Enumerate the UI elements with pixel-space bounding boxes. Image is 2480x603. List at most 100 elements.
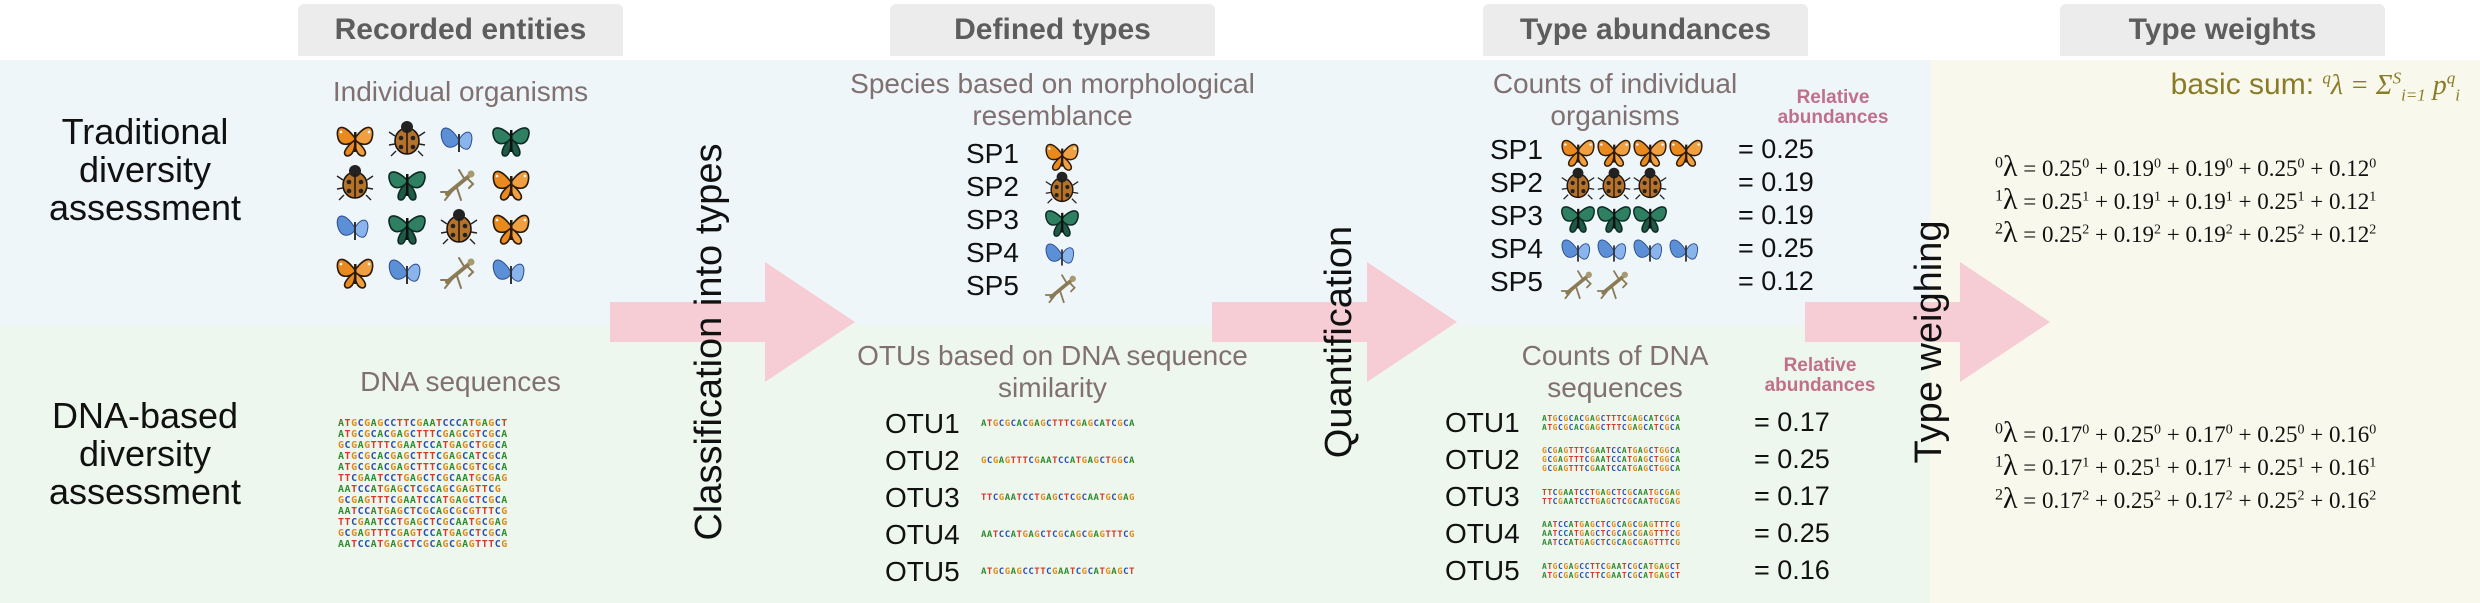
dna-sequence: AATCCATGAGCTCGCAGCGAGTTTCG [1542, 529, 1681, 538]
weighing-arrow [1805, 262, 2050, 382]
relative-abundance-value: = 0.17 [1754, 407, 1830, 437]
relative-abundance-value: = 0.16 [1754, 555, 1830, 585]
dna-sequence: AATCCATGAGCTCGCAGCGAGTTTCG [981, 529, 1135, 540]
blue-butterfly-icon [388, 259, 421, 285]
species-label: SP3 [1490, 199, 1543, 231]
relative-abundances-label-traditional: Relative abundances [1777, 87, 1889, 128]
species-label: SP2 [1490, 166, 1543, 198]
species-label: SP4 [1490, 232, 1543, 264]
blue-butterfly-icon [492, 259, 525, 285]
species-row: SP3 [966, 203, 1166, 237]
formula-terms: = 0.172 + 0.252 + 0.172 + 0.252 + 0.162 [2017, 488, 2377, 513]
otu-label: OTU2 [1445, 443, 1520, 475]
formula-terms: = 0.170 + 0.250 + 0.170 + 0.250 + 0.160 [2017, 422, 2377, 447]
dna-sequence: ATGCGAGCCTTCGAATCCCATGAGCT [338, 418, 508, 429]
ladybug-beetle-icon [440, 208, 478, 245]
sequence-counts-title: Counts of DNA sequences [1521, 340, 1709, 403]
relative-abundance-value: = 0.12 [1738, 266, 1814, 296]
blue-butterfly-icon [440, 127, 473, 153]
dna-sequence: GCGAGTTTCGAATCCATGAGCTGGCA [338, 440, 508, 451]
dna-sequence: TTCGAATCCTGAGCTCGCAATGCGAG [1542, 487, 1681, 497]
hill-number-formula: 0λ = 0.250 + 0.190 + 0.190 + 0.250 + 0.1… [1995, 150, 2377, 183]
species-row: SP5 [966, 269, 1166, 304]
species-label: SP2 [966, 170, 1019, 202]
relative-abundance-value: = 0.25 [1738, 134, 1814, 164]
otu-label: OTU1 [885, 407, 960, 439]
green-swallowtail-icon [1597, 205, 1631, 233]
green-swallowtail-icon [492, 127, 530, 157]
blue-butterfly-icon [1045, 243, 1075, 266]
header-type-weights: Type weights [2060, 4, 2385, 56]
green-swallowtail-icon [1561, 205, 1595, 233]
monarch-butterfly-icon [1045, 143, 1079, 171]
blue-butterfly-icon [336, 215, 369, 241]
blue-butterfly-icon [1669, 239, 1699, 262]
step-quantification: Quantification [1318, 225, 1360, 459]
count-icons [1560, 165, 1738, 201]
ladybug-beetle-icon [1597, 166, 1631, 200]
species-row: SP4 [966, 236, 1166, 269]
organism-grid [335, 118, 575, 293]
ladybug-beetle-icon [336, 164, 374, 201]
arrow-shape [1212, 262, 1457, 382]
dna-sequence: GCGAGTTTCGAATCCATGAGCTGGCA [1542, 464, 1681, 473]
row-label-traditional: Traditional diversity assessment [48, 111, 242, 228]
classification-arrow [610, 262, 855, 382]
blue-butterfly-icon [1633, 239, 1663, 262]
relative-abundance-value: = 0.19 [1738, 167, 1814, 197]
dna-sequence: AATCCATGAGCTCGCAGCGAGTTCG [338, 484, 502, 495]
relative-abundances-label-dna: Relative abundances [1764, 355, 1876, 396]
ladybug-beetle-icon [1633, 166, 1667, 200]
dna-sequence: AATCCATGAGCTCGCAGCGCGTTTCG [338, 506, 508, 517]
quantification-arrow [1212, 262, 1457, 382]
species-label: SP1 [966, 137, 1019, 169]
relative-abundance-value: = 0.25 [1738, 233, 1814, 263]
dna-sequence: ATGCGCACGAGCTTTCGAGCGTCGCA [338, 429, 508, 440]
monarch-butterfly-icon [1597, 139, 1631, 167]
formula-terms: = 0.251 + 0.191 + 0.191 + 0.251 + 0.121 [2017, 189, 2377, 214]
mantis-icon [439, 256, 477, 290]
mantis-icon [1044, 272, 1078, 304]
green-swallowtail-icon [388, 215, 426, 245]
green-swallowtail-icon [1633, 205, 1667, 233]
arrow-shape [610, 262, 855, 382]
monarch-butterfly-icon [492, 170, 530, 201]
dna-sequence: AATCCATGAGCTCGCAGCGAGTTTCG [1542, 538, 1681, 547]
species-count-row: SP2 = 0.19 [1490, 165, 1840, 201]
otu-label: OTU3 [1445, 480, 1520, 512]
monarch-butterfly-icon [492, 214, 530, 245]
species-count-row: SP3= 0.19 [1490, 199, 1840, 233]
dna-sequence: ATGCGCACGAGCTTTCGAGCGTCGCA [338, 462, 508, 473]
blue-butterfly-icon [1597, 239, 1627, 262]
formula-terms: = 0.252 + 0.192 + 0.192 + 0.252 + 0.122 [2017, 222, 2377, 247]
dna-formulas: 0λ = 0.170 + 0.250 + 0.170 + 0.250 + 0.1… [1995, 416, 2465, 515]
count-icons [1560, 264, 1738, 300]
dna-sequence: TTCGAATCCTGAGCTCGCAATGCGAG [338, 517, 508, 528]
otu-label: OTU4 [1445, 517, 1520, 549]
dna-sequence: TTCGAATCCTGAGCTCGCAATGCGAG [338, 473, 508, 484]
dna-sequence: GCGAGTTTCGAATCCATGAGCTGGCA [1542, 446, 1681, 455]
monarch-butterfly-icon [1561, 139, 1595, 167]
species-row: SP1 [966, 137, 1166, 171]
dna-sequence: GCGAGTTTCGAATCCATGAGCTGGCA [981, 455, 1135, 466]
dna-sequence: GCGAGTTTCGAATCCATGAGCTGGCA [1542, 455, 1681, 464]
species-label: SP3 [966, 203, 1019, 235]
step-weighing: Type weighing [1908, 220, 1950, 464]
dna-sequence: ATGCGCACGAGCTTTCGAGCATCGCA [1542, 413, 1681, 423]
step-classification: Classification into types [688, 143, 730, 541]
count-icons [1560, 231, 1738, 267]
species-label: SP1 [1490, 133, 1543, 165]
hill-number-formula: 1λ = 0.171 + 0.251 + 0.171 + 0.251 + 0.1… [1995, 449, 2377, 482]
organism-counts-title: Counts of individual organisms [1492, 68, 1738, 131]
dna-sequence: GCGAGTTTCGAATCCATGAGCTCGCA [338, 495, 508, 506]
